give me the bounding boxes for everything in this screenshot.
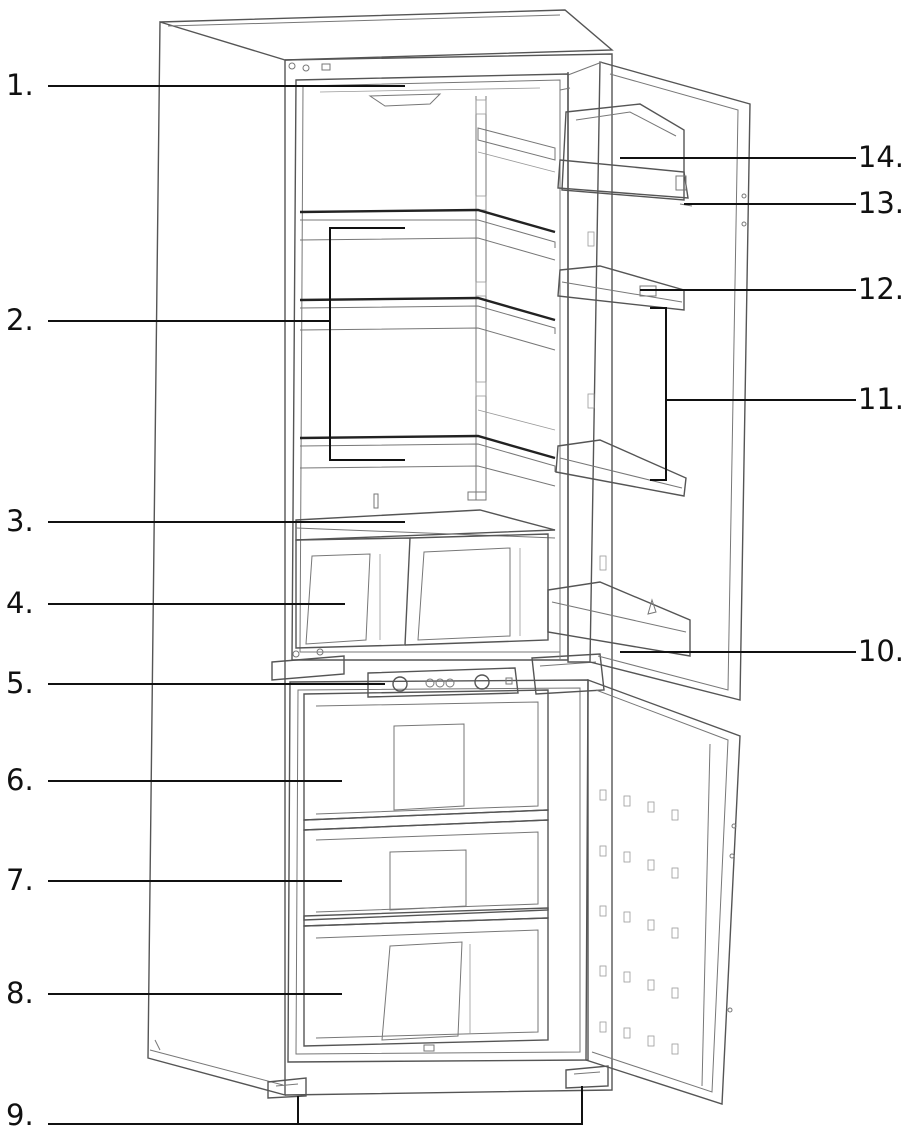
callout-number-5: 5. [6,666,34,700]
adjustable-feet [267,1065,609,1099]
callout-number-7: 7. [6,863,34,897]
callout-number-8: 8. [6,976,34,1010]
callout-number-2: 2. [6,303,34,337]
callout-number-11: 11. [857,382,904,416]
callout-number-12: 12. [857,272,904,306]
bracket-2 [329,227,405,461]
bottle-shelf [547,581,691,657]
freezer-drawers [303,689,549,1052]
callout-number-9: 9. [6,1098,34,1132]
cabinet-body [147,9,614,1096]
freezer-door [585,678,741,1105]
callout-number-4: 4. [6,586,34,620]
dairy-compartment [557,103,693,207]
leader-lines [48,85,856,1125]
light-housing [319,87,541,107]
crisper-drawers [295,533,549,649]
callout-number-10: 10. [857,634,904,668]
callout-number-3: 3. [6,504,34,538]
callout-number-1: 1. [6,68,34,102]
door-shelves [555,265,687,497]
glass-shelves [299,127,556,487]
crisper-cover [295,491,556,541]
callout-number-14: 14. [857,140,904,174]
callout-number-13: 13. [857,186,904,220]
bracket-11 [650,307,667,481]
callout-number-6: 6. [6,763,34,797]
leader-line-9 [48,1086,583,1125]
